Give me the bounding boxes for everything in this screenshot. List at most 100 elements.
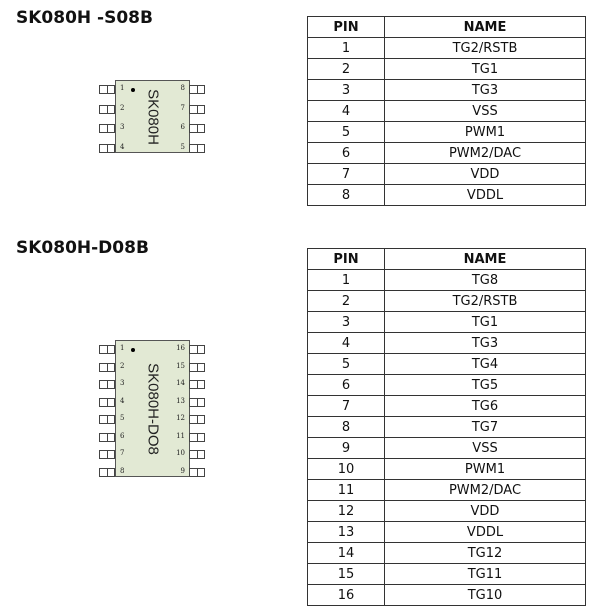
pin-name: VDD <box>384 500 586 522</box>
pin-number-label: 7 <box>120 449 125 458</box>
section-title-s08b: SK080H -S08B <box>16 8 153 28</box>
pin-number-label: 2 <box>120 361 125 370</box>
pin-lead <box>189 144 205 153</box>
pin-number: 4 <box>307 332 385 354</box>
pin-name: TG10 <box>384 584 586 606</box>
pin-number-label: 1 <box>120 344 125 352</box>
pin-number: 6 <box>307 142 385 164</box>
pin-number-label: 5 <box>120 414 125 423</box>
pin-lead <box>189 362 205 372</box>
pin-lead <box>99 104 115 114</box>
pin-name: PWM1 <box>384 121 586 143</box>
pin-number-label: 4 <box>120 396 125 405</box>
pin-number: 1 <box>307 269 385 291</box>
pin-number-label: 13 <box>176 396 185 405</box>
pin-lead <box>99 415 115 425</box>
pin-name: TG11 <box>384 563 586 585</box>
pin-number-label: 9 <box>180 467 185 475</box>
pin-header: PIN <box>307 16 385 38</box>
pin-number: 8 <box>307 416 385 438</box>
section-title-d08b: SK080H-D08B <box>16 238 149 258</box>
pin-number-label: 12 <box>176 414 185 423</box>
pin-lead <box>189 124 205 134</box>
pin-number: 3 <box>307 311 385 333</box>
pin-number-label: 8 <box>180 84 185 92</box>
pin-number: 6 <box>307 374 385 396</box>
pin-number: 16 <box>307 584 385 606</box>
pin-name: VSS <box>384 100 586 122</box>
pin-number: 4 <box>307 100 385 122</box>
pin-number: 15 <box>307 563 385 585</box>
pin-number-label: 1 <box>120 84 125 92</box>
pin-number-label: 14 <box>176 379 185 388</box>
pin-number-label: 3 <box>120 123 125 132</box>
pin-number: 5 <box>307 121 385 143</box>
pin-lead <box>189 345 205 354</box>
pin-number-label: 3 <box>120 379 125 388</box>
pin-lead <box>189 450 205 460</box>
pin-name: VDDL <box>384 521 586 543</box>
pin-name: TG2/RSTB <box>384 37 586 59</box>
pin-lead <box>189 468 205 477</box>
name-header: NAME <box>384 248 586 270</box>
pin-lead <box>189 397 205 407</box>
pin-name: PWM2/DAC <box>384 479 586 501</box>
pin-number: 11 <box>307 479 385 501</box>
pin-lead <box>99 380 115 390</box>
pin1-dot <box>131 348 135 352</box>
pin1-dot <box>131 88 135 92</box>
pin-number-label: 2 <box>120 103 125 112</box>
pin-name: PWM1 <box>384 458 586 480</box>
pin-lead <box>189 415 205 425</box>
pin-lead <box>99 432 115 442</box>
pin-number-label: 16 <box>176 344 185 352</box>
pin-name: TG8 <box>384 269 586 291</box>
pin-name: TG1 <box>384 311 586 333</box>
pin-name: TG6 <box>384 395 586 417</box>
pin-number: 3 <box>307 79 385 101</box>
pin-lead <box>99 124 115 134</box>
pin-number: 7 <box>307 395 385 417</box>
chip-marking: SK080H <box>144 88 161 145</box>
pin-lead <box>99 468 115 477</box>
pin-lead <box>99 345 115 354</box>
pin-number-label: 8 <box>120 467 125 475</box>
pin-name: TG3 <box>384 332 586 354</box>
pin-number: 9 <box>307 437 385 459</box>
pin-number: 1 <box>307 37 385 59</box>
pin-name: TG4 <box>384 353 586 375</box>
pin-lead <box>99 450 115 460</box>
pin-name: TG12 <box>384 542 586 564</box>
pin-number: 10 <box>307 458 385 480</box>
pin-number: 8 <box>307 184 385 206</box>
chip-marking: SK080H-DO8 <box>144 362 161 455</box>
pin-number-label: 7 <box>180 103 185 112</box>
pin-number: 14 <box>307 542 385 564</box>
pin-lead <box>99 85 115 94</box>
pin-lead <box>99 397 115 407</box>
pin-number-label: 6 <box>120 431 125 440</box>
pin-lead <box>99 144 115 153</box>
pin-lead <box>99 362 115 372</box>
